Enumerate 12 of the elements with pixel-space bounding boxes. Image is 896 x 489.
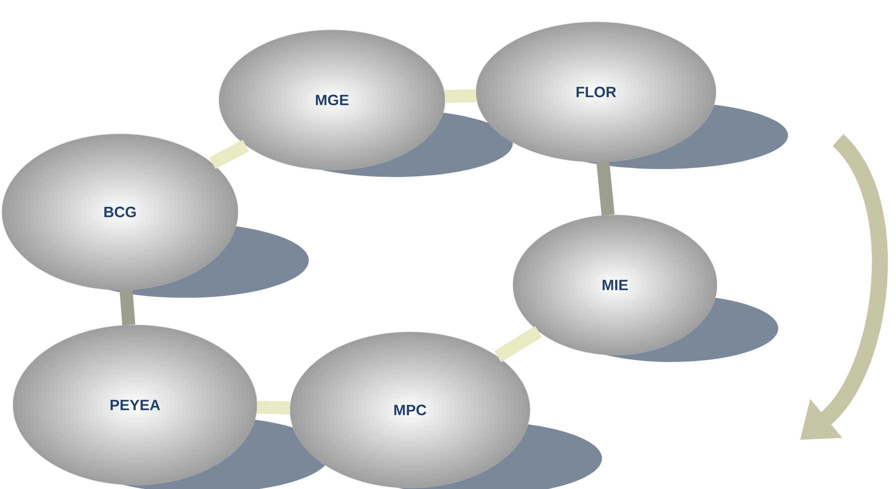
oval-node: MIE (512, 214, 718, 356)
connector-band (444, 89, 476, 104)
oval-node: PEYEA (12, 324, 258, 486)
oval-node: BCG (2, 134, 238, 290)
oval-node: FLOR (476, 22, 716, 162)
connector-band (494, 326, 542, 362)
connector-band (209, 140, 249, 169)
oval-node: MPC (290, 332, 530, 488)
connector-band (596, 161, 615, 216)
oval-node: MGE (218, 30, 446, 170)
connector-band (257, 400, 290, 414)
connector-band (120, 290, 136, 326)
